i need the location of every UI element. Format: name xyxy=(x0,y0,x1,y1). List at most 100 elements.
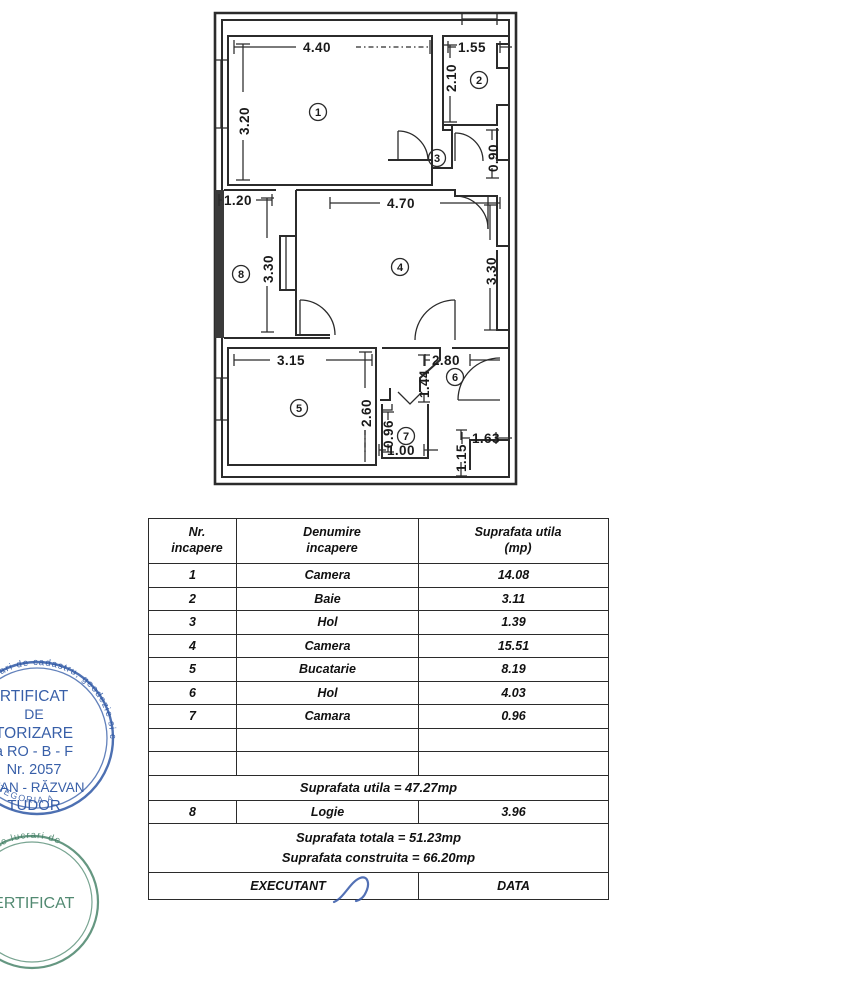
cell-nr: 2 xyxy=(148,586,237,611)
room-number-4: 4 xyxy=(390,257,410,277)
summary-construita-text: Suprafata construita = 66.20mp xyxy=(281,850,476,865)
table-row: 3 Hol 1.39 xyxy=(148,610,609,635)
cell-name: Camara xyxy=(236,704,419,729)
summary-totala-text: Suprafata totala = 51.23mp xyxy=(295,829,462,845)
dim-label-3-30-right: 3.30 xyxy=(484,257,499,285)
room-5-bucatarie xyxy=(215,347,377,466)
room-3-hol xyxy=(388,126,509,169)
cell-area: 3.11 xyxy=(418,586,609,611)
room-number-1: 1 xyxy=(308,102,328,122)
cell-nr: 5 xyxy=(148,657,237,682)
dim-2-10: 2.10 xyxy=(444,44,459,123)
table-row: 5 Bucatarie 8.19 xyxy=(148,657,609,682)
svg-text:5: 5 xyxy=(296,403,302,415)
room-6-hol xyxy=(380,347,510,470)
header-nr-line1: Nr. xyxy=(188,525,206,540)
cell-nr: 3 xyxy=(148,610,237,635)
dim-1-00: 1.00 xyxy=(378,443,438,458)
cell-area: 1.39 xyxy=(418,610,609,635)
cell-area-empty xyxy=(418,751,609,776)
dim-label-0-96: 0.96 xyxy=(381,420,396,448)
stamp-blue-line-1: RTIFICAT xyxy=(0,688,69,705)
table-header-row: Nr. incapere Denumire incapere Suprafata… xyxy=(148,518,609,564)
cell-nr-empty xyxy=(148,727,237,752)
stamp-blue-line-5: Nr. 2057 xyxy=(7,762,62,778)
cell-area: 15.51 xyxy=(418,633,609,658)
cell-area: 3.96 xyxy=(418,799,609,824)
dim-1-63: 1.63 xyxy=(461,431,512,446)
floor-plan-drawing: .wall-out { fill:none; stroke:#2b2b2b; s… xyxy=(213,11,518,486)
stamp-blue-line-4: a RO - B - F xyxy=(0,744,73,760)
cell-nr: 8 xyxy=(148,799,237,824)
stamp-green-line-1: CERTIFICAT xyxy=(0,895,75,912)
table-row-logie: 8 Logie 3.96 xyxy=(148,799,609,824)
header-area-line1: Suprafata utila xyxy=(474,525,562,540)
cell-name: Hol xyxy=(236,610,419,635)
header-name-line1: Denumire xyxy=(303,525,361,540)
dim-1-44: 1.44 xyxy=(417,354,432,403)
dim-0-90: 0.90 xyxy=(486,129,501,179)
dim-2-60: 2.60 xyxy=(359,351,374,462)
dim-label-1-15: 1.15 xyxy=(454,444,469,472)
stamp-blue-line-7: TUDOR xyxy=(7,797,60,814)
room-area-table: Nr. incapere Denumire incapere Suprafata… xyxy=(148,518,609,900)
svg-text:CATEGORIA A: CATEGORIA A xyxy=(0,774,55,805)
cell-area: 4.03 xyxy=(418,680,609,705)
stamp-blue-line-2: DE xyxy=(24,706,43,722)
dim-1-55: 1.55 xyxy=(447,40,512,55)
room-number-2: 2 xyxy=(469,70,489,90)
dim-0-96: 0.96 xyxy=(381,411,396,453)
svg-text:2: 2 xyxy=(476,75,482,87)
cell-name-empty xyxy=(236,727,419,752)
header-name-line2: incapere xyxy=(306,541,358,555)
dim-1-20: 1.20 xyxy=(218,193,273,208)
table-row: 7 Camara 0.96 xyxy=(148,704,609,729)
cell-nr: 6 xyxy=(148,680,237,705)
dim-4-70: 4.70 xyxy=(329,196,501,211)
dim-label-0-90: 0.90 xyxy=(486,144,501,172)
summary-utila-text: Suprafata utila = 47.27mp xyxy=(148,774,609,801)
stamp-blue-arc-bottom: CATEGORIA A xyxy=(0,774,54,805)
table-row: 1 Camera 14.08 xyxy=(148,563,609,588)
dim-3-20: 3.20 xyxy=(236,43,252,181)
stamp-green-arc-top: sa execute lucrari de xyxy=(0,830,62,883)
header-area-line2: (mp) xyxy=(504,541,532,555)
dim-label-1-00: 1.00 xyxy=(387,443,415,458)
dim-label-4-70: 4.70 xyxy=(387,196,415,211)
cell-name-empty xyxy=(236,751,419,776)
stamp-blue-arc-top: executa lucrari de cadastru, geodezie si… xyxy=(0,643,117,740)
room-2-baie xyxy=(442,13,510,131)
summary-row-utila: Suprafata utila = 47.27mp xyxy=(148,774,609,801)
svg-text:8: 8 xyxy=(238,269,244,281)
stamp-blue-line-3: TORIZARE xyxy=(0,725,73,742)
summary-totals-cell: Suprafata totala = 51.23mp Suprafata con… xyxy=(148,823,609,873)
dim-label-2-60: 2.60 xyxy=(359,399,374,427)
cell-area: 14.08 xyxy=(418,563,609,588)
cell-nr-empty xyxy=(148,751,237,776)
cell-area-empty xyxy=(418,727,609,752)
cell-nr: 1 xyxy=(148,563,237,588)
cell-nr: 7 xyxy=(148,704,237,729)
svg-text:1: 1 xyxy=(315,107,321,119)
table-row: 2 Baie 3.11 xyxy=(148,586,609,611)
dim-label-3-15: 3.15 xyxy=(277,353,305,368)
dim-label-1-20: 1.20 xyxy=(224,193,252,208)
header-nr-line2: incapere xyxy=(171,541,223,555)
dim-1-15: 1.15 xyxy=(454,429,469,477)
authorization-stamp-blue: executa lucrari de cadastru, geodezie si… xyxy=(0,643,117,816)
cell-name: Hol xyxy=(236,680,419,705)
svg-text:7: 7 xyxy=(403,431,409,443)
table-row-empty xyxy=(148,751,609,776)
table-row-empty xyxy=(148,727,609,752)
room-8-logie xyxy=(215,189,330,339)
dim-2-80: 2.80 xyxy=(424,353,500,368)
svg-text:6: 6 xyxy=(452,372,458,384)
dim-label-4-40: 4.40 xyxy=(303,40,331,55)
dim-label-2-80: 2.80 xyxy=(432,353,460,368)
header-suprafata-utila: Suprafata utila (mp) xyxy=(418,518,609,564)
dim-4-40: 4.40 xyxy=(233,40,431,55)
summary-row-totals: Suprafata totala = 51.23mp Suprafata con… xyxy=(148,823,609,873)
dim-label-3-30-left: 3.30 xyxy=(261,255,276,283)
room-number-3: 3 xyxy=(427,148,447,168)
svg-text:sa execute lucrari de: sa execute lucrari de xyxy=(0,830,63,883)
